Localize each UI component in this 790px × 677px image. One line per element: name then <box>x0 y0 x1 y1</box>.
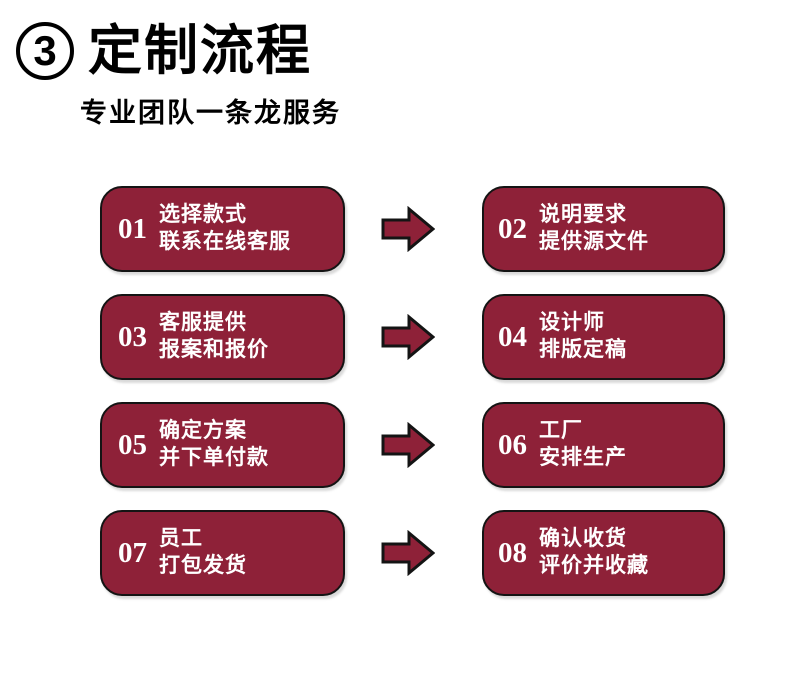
flow-step-03[interactable]: 03 客服提供 报案和报价 <box>100 294 345 380</box>
flow-step-04[interactable]: 04 设计师 排版定稿 <box>482 294 725 380</box>
step-number: 06 <box>498 428 527 461</box>
step-label-line1: 确认收货 <box>539 527 627 551</box>
arrow-right-icon <box>381 314 435 360</box>
process-flow-diagram: 01 选择款式 联系在线客服 02 说明要求 提供源文件 03 客服提供 报案和… <box>0 186 790 618</box>
flow-row: 01 选择款式 联系在线客服 02 说明要求 提供源文件 <box>0 186 790 294</box>
step-label-line2: 报案和报价 <box>159 338 269 361</box>
step-number: 01 <box>118 212 147 245</box>
step-label: 确定方案 并下单付款 <box>159 418 343 472</box>
step-label-line1: 确定方案 <box>159 419 247 443</box>
step-number: 02 <box>498 212 527 245</box>
flow-row: 03 客服提供 报案和报价 04 设计师 排版定稿 <box>0 294 790 402</box>
step-label-line2: 提供源文件 <box>539 230 649 253</box>
flow-step-02[interactable]: 02 说明要求 提供源文件 <box>482 186 725 272</box>
flow-row: 05 确定方案 并下单付款 06 工厂 安排生产 <box>0 402 790 510</box>
flow-step-07[interactable]: 07 员工 打包发货 <box>100 510 345 596</box>
step-label: 选择款式 联系在线客服 <box>159 202 343 256</box>
step-label-line2: 安排生产 <box>539 446 627 469</box>
step-label-line2: 评价并收藏 <box>539 554 649 577</box>
step-label: 员工 打包发货 <box>159 526 343 580</box>
step-label-line1: 客服提供 <box>159 311 247 335</box>
section-subtitle: 专业团队一条龙服务 <box>80 98 341 128</box>
flow-row: 07 员工 打包发货 08 确认收货 评价并收藏 <box>0 510 790 618</box>
step-label-line1: 员工 <box>159 527 203 551</box>
step-number: 08 <box>498 536 527 569</box>
step-label: 说明要求 提供源文件 <box>539 202 723 256</box>
step-number: 03 <box>118 320 147 353</box>
step-label: 确认收货 评价并收藏 <box>539 526 723 580</box>
flow-step-06[interactable]: 06 工厂 安排生产 <box>482 402 725 488</box>
step-label: 设计师 排版定稿 <box>539 310 723 364</box>
step-number: 04 <box>498 320 527 353</box>
section-number-badge: 3 <box>16 22 74 80</box>
step-label: 工厂 安排生产 <box>539 418 723 472</box>
step-number: 07 <box>118 536 147 569</box>
step-label-line2: 打包发货 <box>159 554 247 577</box>
step-label-line1: 选择款式 <box>159 203 247 227</box>
step-label: 客服提供 报案和报价 <box>159 310 343 364</box>
flow-step-05[interactable]: 05 确定方案 并下单付款 <box>100 402 345 488</box>
arrow-right-icon <box>381 206 435 252</box>
step-label-line2: 并下单付款 <box>159 446 269 469</box>
arrow-right-icon <box>381 422 435 468</box>
step-label-line2: 联系在线客服 <box>159 230 291 253</box>
page-title: 3 定制流程 <box>16 22 312 80</box>
section-title-text: 定制流程 <box>88 21 312 81</box>
flow-step-08[interactable]: 08 确认收货 评价并收藏 <box>482 510 725 596</box>
arrow-right-icon <box>381 530 435 576</box>
step-label-line1: 工厂 <box>539 419 583 443</box>
step-label-line2: 排版定稿 <box>539 338 627 361</box>
step-label-line1: 说明要求 <box>539 203 627 227</box>
step-number: 05 <box>118 428 147 461</box>
step-label-line1: 设计师 <box>539 311 605 335</box>
flow-step-01[interactable]: 01 选择款式 联系在线客服 <box>100 186 345 272</box>
